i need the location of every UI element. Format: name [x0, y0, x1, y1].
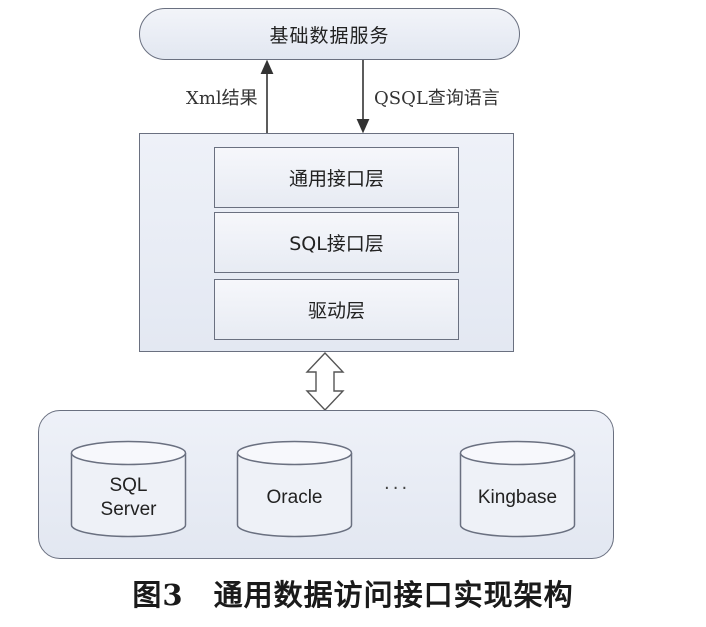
basic-data-service-node: 基础数据服务	[139, 8, 520, 60]
database-sqlserver-line2: Server	[100, 499, 157, 520]
database-cylinder-icon	[236, 440, 353, 538]
figure-caption: 图3 通用数据访问接口实现架构	[132, 578, 574, 612]
database-cylinder-icon	[459, 440, 576, 538]
driver-layer-label: 驱动层	[307, 300, 365, 322]
database-kingbase-line1: Kingbase	[477, 487, 558, 508]
database-oracle-line1: Oracle	[266, 487, 323, 508]
sql-interface-layer: SQL接口层	[214, 212, 459, 273]
more-databases-ellipsis: ···	[384, 478, 411, 499]
generic-interface-layer-label: 通用接口层	[288, 168, 384, 190]
basic-data-service-label: 基础数据服务	[269, 24, 390, 47]
database-oracle: Oracle	[236, 440, 353, 538]
generic-interface-layer: 通用接口层	[214, 147, 459, 208]
database-kingbase-label: Kingbase	[459, 462, 576, 534]
qsql-query-label: QSQL查询语言	[374, 88, 500, 109]
database-oracle-label: Oracle	[236, 462, 353, 534]
database-sqlserver: SQL Server	[70, 440, 187, 538]
database-sqlserver-label: SQL Server	[70, 462, 187, 534]
sql-interface-layer-label: SQL接口层	[289, 233, 384, 255]
database-kingbase: Kingbase	[459, 440, 576, 538]
database-sqlserver-line1: SQL	[109, 475, 148, 496]
database-cylinder-icon	[70, 440, 187, 538]
double-arrow	[305, 351, 345, 412]
xml-result-label: Xml结果	[186, 88, 258, 109]
driver-layer: 驱动层	[214, 279, 459, 340]
